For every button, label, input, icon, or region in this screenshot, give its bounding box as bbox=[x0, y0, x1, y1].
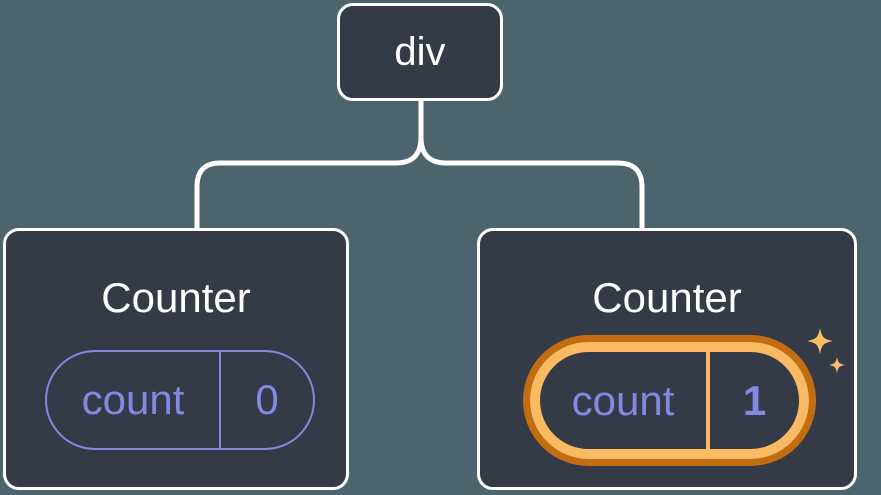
tree-node-counter-left: Counter count 0 bbox=[3, 228, 349, 490]
state-value-right: 1 bbox=[742, 376, 767, 424]
state-pill-right-highlighted: count 1 bbox=[523, 335, 816, 466]
pill-divider-right bbox=[706, 352, 710, 449]
counter-right-title: Counter bbox=[592, 274, 742, 321]
tree-node-counter-right: Counter count 1 bbox=[477, 228, 857, 490]
pill-divider-left bbox=[219, 352, 221, 448]
state-key-right: count bbox=[571, 376, 675, 424]
sparkle-small bbox=[829, 357, 845, 373]
state-pill-left: count 0 bbox=[45, 350, 315, 450]
tree-node-div: div bbox=[337, 3, 503, 101]
state-pill-right-inner: count 1 bbox=[530, 342, 809, 459]
sparkles-icon bbox=[807, 328, 845, 373]
div-node-label: div bbox=[394, 29, 446, 74]
state-key-left: count bbox=[81, 376, 185, 423]
connector-branch-right bbox=[418, 136, 645, 229]
counter-left-title: Counter bbox=[101, 274, 251, 321]
connector-branch-left bbox=[194, 136, 424, 229]
sparkle-large bbox=[807, 328, 833, 354]
state-value-left: 0 bbox=[255, 376, 279, 423]
